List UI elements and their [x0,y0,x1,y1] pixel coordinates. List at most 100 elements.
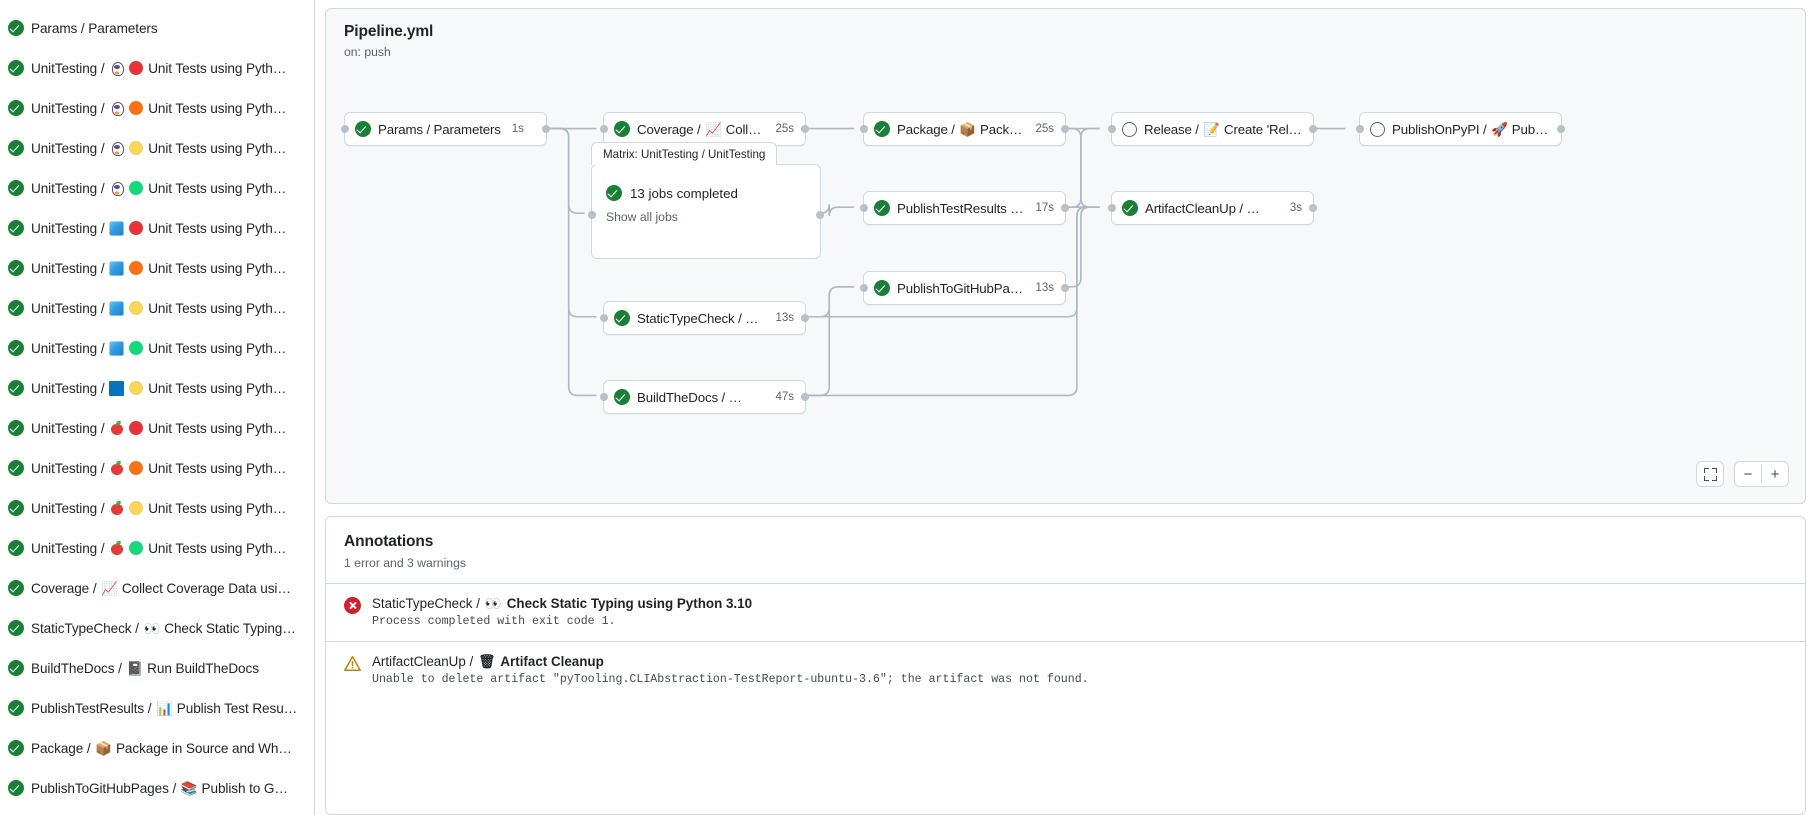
penguin-icon [109,101,124,116]
sidebar-job-prefix: UnitTesting / [31,540,109,556]
sidebar-job-item[interactable]: UnitTesting / Unit Tests using Pyth… [0,448,314,488]
graph-node-step-name: Run Buil… [750,389,764,405]
apple-icon [109,501,124,516]
sidebar-job-item[interactable]: PublishTestResults / 📊Publish Test Resu… [0,688,314,728]
graph-edge [805,286,855,397]
node-input-port [341,125,349,133]
success-check-icon [8,540,24,556]
success-check-icon [8,140,24,156]
graph-node-pghp[interactable]: PublishToGitHubPages / 📚…13s [860,271,1069,305]
success-check-icon [8,660,24,676]
annotations-panel: Annotations 1 error and 3 warnings Stati… [325,516,1806,815]
sidebar-job-item[interactable]: UnitTesting / Unit Tests using Pyth… [0,168,314,208]
graph-node-acu[interactable]: ArtifactCleanUp / 🗑Artifac…3s [1108,191,1317,225]
python-version-dot [129,260,144,275]
sidebar-job-item[interactable]: StaticTypeCheck / 👀Check Static Typing… [0,608,314,648]
graph-node-duration: 25s [775,123,794,135]
sidebar-job-prefix: BuildTheDocs / [31,660,126,676]
graph-node-ptr[interactable]: PublishTestResults / 📊Pu…17s [860,191,1069,225]
main-column: Pipeline.yml on: push Params / Parameter… [315,0,1818,815]
sidebar-job-item[interactable]: BuildTheDocs / 📓Run BuildTheDocs [0,648,314,688]
success-check-icon [8,300,24,316]
annotation-step: Artifact Cleanup [500,654,604,669]
fit-screen-icon [1703,467,1717,481]
sidebar-job-item[interactable]: UnitTesting / Unit Tests using Pyth… [0,48,314,88]
success-check-icon [8,780,24,796]
sidebar-job-item[interactable]: UnitTesting / Unit Tests using Pyth… [0,368,314,408]
sidebar-job-prefix: UnitTesting / [31,340,109,356]
zoom-in-button[interactable]: + [1770,465,1780,483]
node-input-port [600,125,608,133]
sidebar-job-prefix: Package / [31,740,95,756]
sidebar-job-label: UnitTesting / Unit Tests using Pyth… [31,140,286,156]
annotations-list: StaticTypeCheck / 👀Check Static Typing u… [326,583,1805,699]
books-emoji: 📚 [180,780,198,796]
graph-node-duration: 17s [1035,202,1054,214]
sidebar-job-item[interactable]: UnitTesting / Unit Tests using Pyth… [0,208,314,248]
sidebar-job-label: UnitTesting / Unit Tests using Pyth… [31,60,286,76]
graph-node-duration: 47s [775,391,794,403]
graph-node-package[interactable]: Package / 📦Package in So…25s [860,112,1069,146]
graph-node-emoji-icon: 📈 [705,121,722,137]
annotation-row[interactable]: StaticTypeCheck / 👀Check Static Typing u… [326,583,1805,641]
sidebar-job-item[interactable]: UnitTesting / Unit Tests using Pyth… [0,128,314,168]
sidebar-job-item[interactable]: Params / Parameters [0,8,314,48]
zoom-button-group[interactable]: − + [1734,461,1789,487]
sidebar-job-item[interactable]: PublishToGitHubPages / 📚Publish to G… [0,768,314,808]
annotation-job: ArtifactCleanUp / [372,654,474,669]
graph-zoom-controls[interactable]: − + [1696,461,1789,487]
sidebar-job-item[interactable]: UnitTesting / Unit Tests using Pyth… [0,328,314,368]
graph-node-job: ArtifactCleanUp / [1145,200,1247,216]
sidebar-job-name: Unit Tests using Pyth… [148,500,287,516]
sidebar-job-prefix: UnitTesting / [31,220,109,236]
sidebar-job-prefix: UnitTesting / [31,180,109,196]
package-emoji: 📦 [95,740,112,756]
graph-node-release[interactable]: Release / 📝Create 'Release P… [1108,112,1317,146]
success-check-icon [8,580,24,596]
sidebar-job-prefix: Params / [31,20,89,36]
sidebar-job-item[interactable]: UnitTesting / Unit Tests using Pyth… [0,288,314,328]
show-all-jobs-link[interactable]: Show all jobs [606,210,678,224]
graph-node-coverage[interactable]: Coverage / 📈Collect Cove…25s [600,112,809,146]
sidebar-job-item[interactable]: UnitTesting / Unit Tests using Pyth… [0,248,314,288]
windows-cube-icon [109,300,125,316]
success-check-icon [8,700,24,716]
success-check-icon [8,340,24,356]
sidebar-job-prefix: UnitTesting / [31,60,109,76]
zoom-out-button[interactable]: − [1743,465,1753,483]
node-input-port [588,211,596,219]
graph-node-job: PublishTestResults / [897,200,1018,216]
sidebar-job-item[interactable]: UnitTesting / Unit Tests using Pyth… [0,88,314,128]
sidebar-job-item[interactable]: Coverage / 📈Collect Coverage Data usi… [0,568,314,608]
graph-node-btd[interactable]: BuildTheDocs / 📓Run Buil… 47s [600,380,809,414]
sidebar-job-item[interactable]: UnitTesting / Unit Tests using Pyth… [0,408,314,448]
sidebar-job-prefix: UnitTesting / [31,140,109,156]
python-version-dot [129,420,144,435]
sidebar-job-item[interactable]: UnitTesting / Unit Tests using Pyth… [0,528,314,568]
sidebar-job-label: UnitTesting / Unit Tests using Pyth… [31,300,286,316]
success-check-icon [874,280,890,296]
graph-node-label: BuildTheDocs / 📓Run Buil… [637,390,764,405]
node-output-port [816,211,824,219]
annotations-header: Annotations 1 error and 3 warnings [326,517,1805,583]
graph-node-job: Params / [378,121,434,137]
success-check-icon [8,220,24,236]
graph-node-pypi[interactable]: PublishOnPyPI / 🚀Publish to … [1356,112,1565,146]
python-version-dot [129,460,144,475]
graph-node-emoji-icon: 🚀 [1491,121,1508,137]
python-version-dot [129,60,144,75]
sidebar-job-item[interactable]: UnitTesting / Unit Tests using Pyth… [0,488,314,528]
success-check-icon [8,60,24,76]
sidebar-job-label: UnitTesting / Unit Tests using Pyth… [31,260,286,276]
sidebar-job-item[interactable]: Package / 📦Package in Source and Wh… [0,728,314,768]
graph-node-stc[interactable]: StaticTypeCheck / 👀Chec…13s [600,301,809,335]
sidebar-job-prefix: StaticTypeCheck / [31,620,143,636]
fit-to-screen-button[interactable] [1696,461,1724,487]
graph-node-job: Coverage / [637,121,705,137]
python-version-dot [129,380,144,395]
